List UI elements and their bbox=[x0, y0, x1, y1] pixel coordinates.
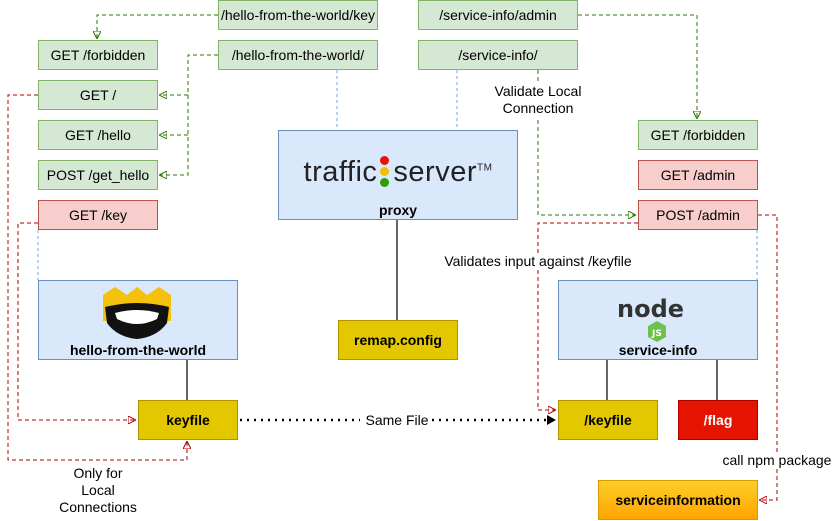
validate-local-line-1: Validate Local bbox=[494, 83, 582, 99]
service-endpoint-post-admin: POST /admin bbox=[638, 200, 758, 230]
arrow-post-admin-to-keyfile bbox=[537, 222, 638, 410]
flag-label: /flag bbox=[703, 412, 733, 428]
endpoint-label: GET / bbox=[79, 87, 117, 103]
keyfile-right-box: /keyfile bbox=[558, 400, 658, 440]
arrow-hello-root bbox=[160, 54, 218, 175]
arrow-svc-admin bbox=[578, 14, 697, 118]
logo-server-text: server bbox=[393, 156, 477, 188]
hello-endpoint-forbidden: GET /forbidden bbox=[38, 40, 158, 70]
hello-endpoint-get-hello: POST /get_hello bbox=[38, 160, 158, 190]
arrow-post-admin-to-npm bbox=[758, 214, 778, 500]
arrow-get-root-to-keyfile bbox=[7, 94, 187, 461]
only-local-line-3: Connections bbox=[59, 499, 137, 515]
endpoint-label: POST /admin bbox=[656, 207, 740, 223]
hello-endpoint-key: GET /key bbox=[38, 200, 158, 230]
proxy-box: traffic serverTM proxy bbox=[278, 130, 518, 220]
route-hello-key-label: /hello-from-the-world/key bbox=[220, 7, 376, 23]
service-label: service-info bbox=[618, 342, 698, 358]
svg-text:JS: JS bbox=[651, 329, 662, 339]
endpoint-label: POST /get_hello bbox=[46, 167, 150, 183]
endpoint-label: GET /forbidden bbox=[650, 127, 746, 143]
hello-endpoint-root: GET / bbox=[38, 80, 158, 110]
remap-label: remap.config bbox=[354, 332, 442, 348]
crown-logo-icon bbox=[103, 287, 171, 339]
nodejs-logo-icon: node JS bbox=[617, 297, 684, 342]
traffic-light-icon bbox=[379, 155, 391, 189]
hello-endpoint-hello: GET /hello bbox=[38, 120, 158, 150]
route-service-admin: /service-info/admin bbox=[418, 0, 578, 30]
arrow-hello-key bbox=[97, 14, 218, 38]
only-local-line-1: Only for bbox=[73, 465, 123, 481]
endpoint-label: GET /forbidden bbox=[50, 47, 146, 63]
hello-label: hello-from-the-world bbox=[69, 342, 207, 358]
validate-local-line-2: Connection bbox=[502, 100, 574, 116]
keyfile-right-label: /keyfile bbox=[584, 412, 632, 428]
npm-package-label: serviceinformation bbox=[615, 492, 741, 508]
validate-local-note: Validate Local Connection bbox=[488, 83, 588, 117]
arrow-get-key-to-keyfile bbox=[17, 222, 135, 420]
keyfile-left-box: keyfile bbox=[138, 400, 238, 440]
npm-package-box: serviceinformation bbox=[598, 480, 758, 520]
keyfile-left-label: keyfile bbox=[166, 412, 210, 428]
route-service-root: /service-info/ bbox=[418, 40, 578, 70]
service-endpoint-admin: GET /admin bbox=[638, 160, 758, 190]
endpoint-label: GET /key bbox=[68, 207, 128, 223]
node-logo-text: node bbox=[617, 297, 684, 323]
flag-box: /flag bbox=[678, 400, 758, 440]
route-hello-root-label: /hello-from-the-world/ bbox=[231, 47, 365, 63]
hello-from-the-world-box: hello-from-the-world bbox=[38, 280, 238, 360]
validates-input-note: Validates input against /keyfile bbox=[438, 253, 638, 270]
only-local-line-2: Local bbox=[81, 482, 115, 498]
trademark-mark: TM bbox=[477, 162, 493, 174]
traffic-server-logo: traffic serverTM bbox=[279, 155, 517, 189]
endpoint-label: GET /hello bbox=[65, 127, 131, 143]
service-endpoint-forbidden: GET /forbidden bbox=[638, 120, 758, 150]
endpoint-label: GET /admin bbox=[660, 167, 736, 183]
proxy-label: proxy bbox=[378, 202, 418, 218]
route-hello-root: /hello-from-the-world/ bbox=[218, 40, 378, 70]
route-service-root-label: /service-info/ bbox=[458, 47, 538, 63]
logo-traffic-text: traffic bbox=[303, 156, 378, 188]
same-file-arrowhead bbox=[547, 415, 556, 425]
call-npm-note: call npm package bbox=[720, 452, 832, 469]
route-service-admin-label: /service-info/admin bbox=[439, 7, 557, 23]
route-hello-key: /hello-from-the-world/key bbox=[218, 0, 378, 30]
same-file-note: Same File bbox=[362, 412, 432, 429]
arrow-svc-post bbox=[537, 120, 635, 215]
remap-config-box: remap.config bbox=[338, 320, 458, 360]
only-local-note: Only for Local Connections bbox=[48, 465, 148, 516]
service-info-box: node JS service-info bbox=[558, 280, 758, 360]
